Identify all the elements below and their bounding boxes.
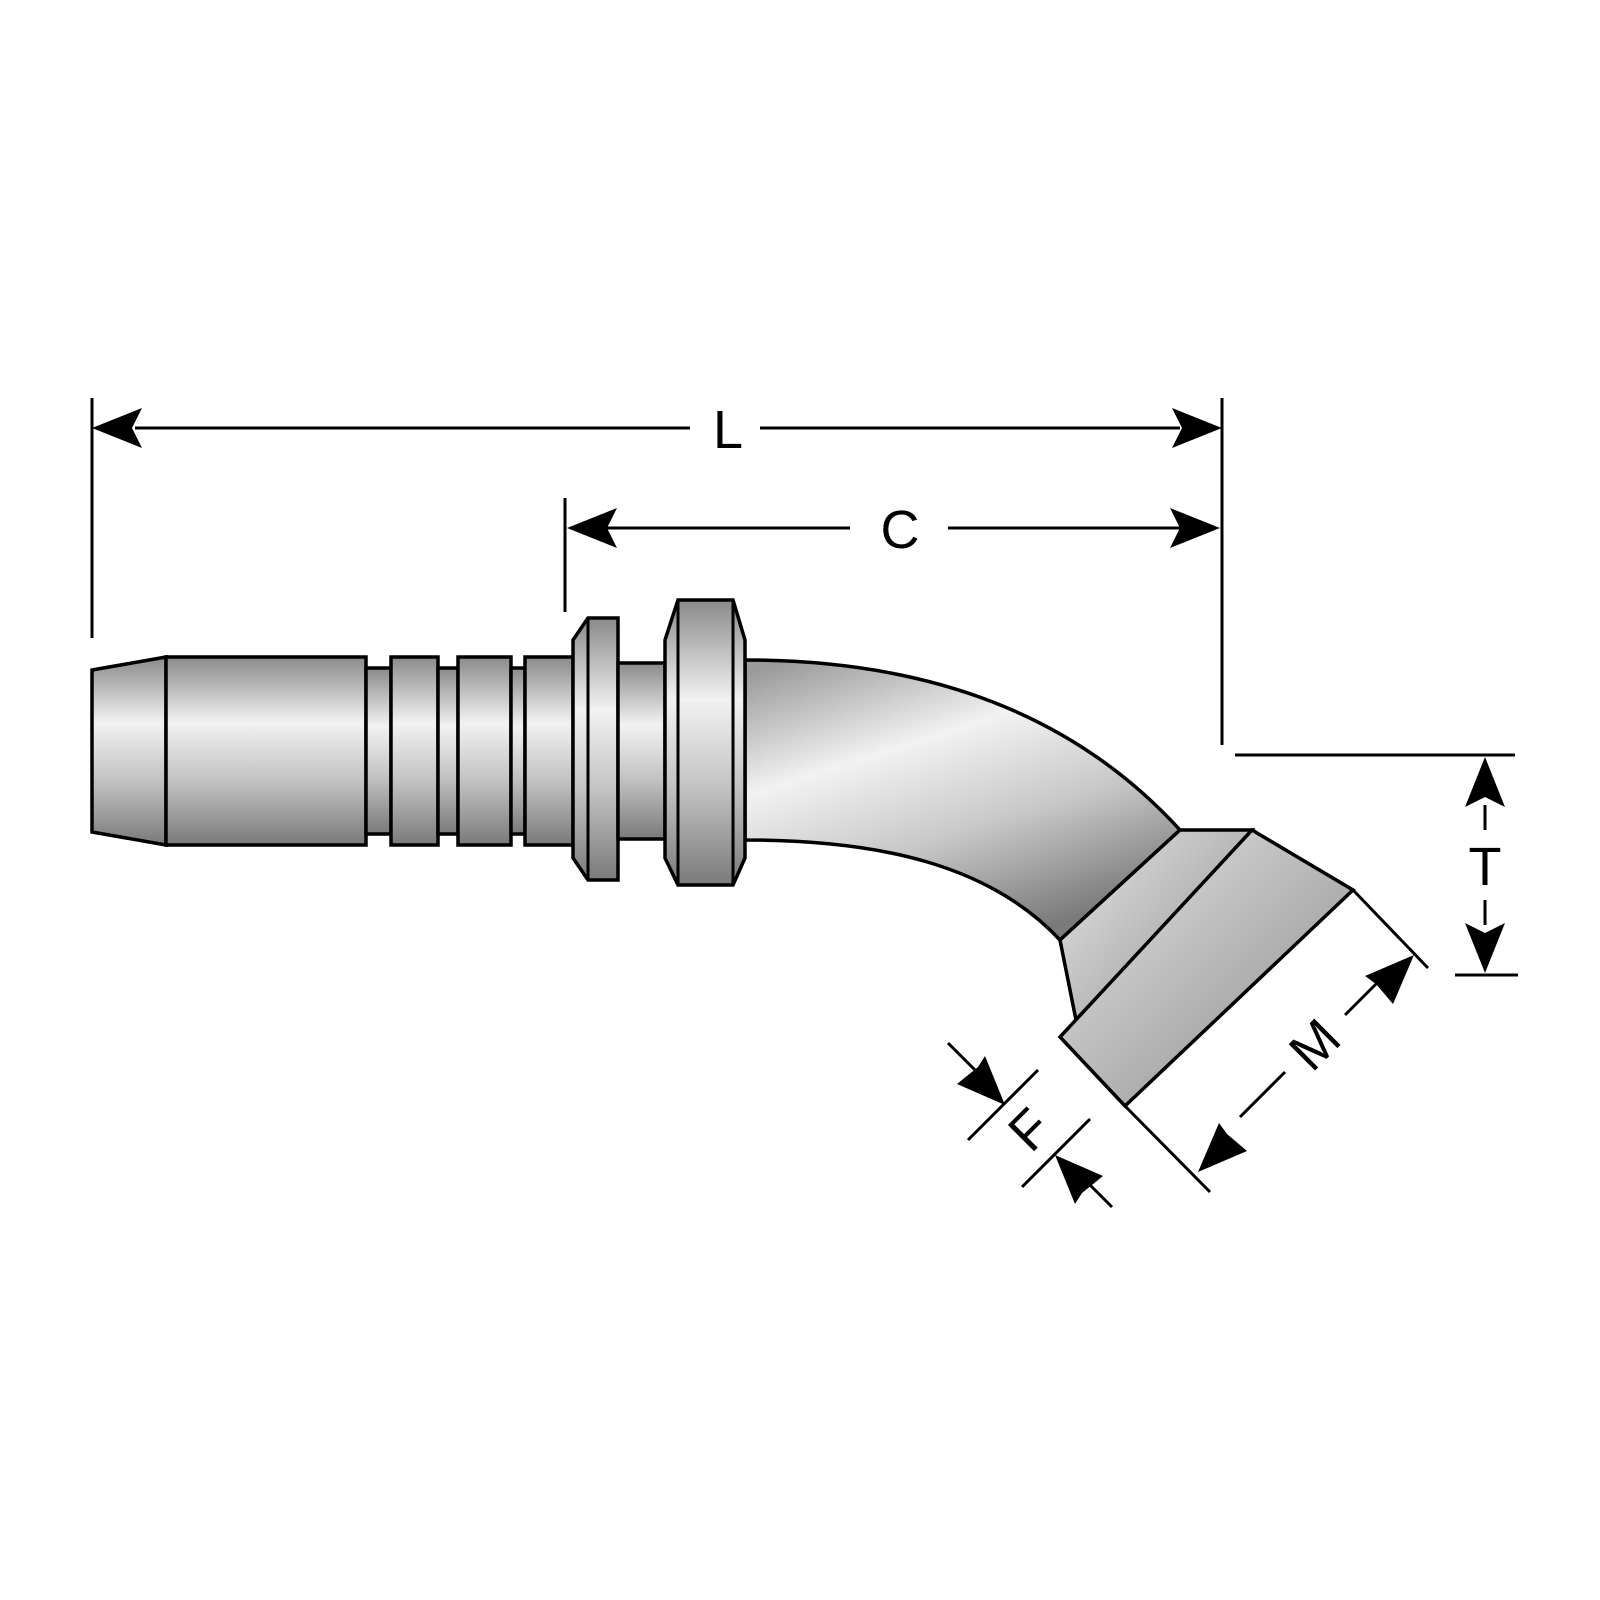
arrow-right-icon [1170,508,1220,548]
arrow-right-icon [1172,408,1222,448]
dimension-label-M: M [1278,1008,1352,1082]
stem-body [164,655,368,847]
collar-hex [663,598,747,887]
arrow-left-icon [567,508,617,548]
stem-ridge [364,666,393,836]
stem-ridge [456,655,513,847]
dimension-L: L [90,398,1224,745]
arrow-down-left-icon [1198,1123,1247,1172]
dimension-label-C: C [881,500,920,560]
arrow-up-right-icon [1365,955,1414,1004]
dimension-label-T: T [1469,837,1502,897]
collar-small [571,616,620,882]
dimension-label-L: L [713,400,743,460]
dimension-label-F: F [997,1097,1063,1163]
arrow-down-right-icon [957,1056,1005,1105]
dimension-C: C [563,498,1220,612]
stem-ridge [436,666,460,836]
collar-shaft [616,661,667,841]
arrow-up-icon [1465,757,1505,807]
stem-ridge [389,655,440,847]
stem-ridge [509,666,527,836]
arrow-left-icon [92,408,142,448]
fitting-body [90,598,1356,1109]
dimension-T: T [1235,753,1518,977]
stem-tip [90,654,168,848]
arrow-up-left-icon [1055,1155,1103,1204]
arrow-down-icon [1465,923,1505,973]
stem-ridge [523,655,575,847]
